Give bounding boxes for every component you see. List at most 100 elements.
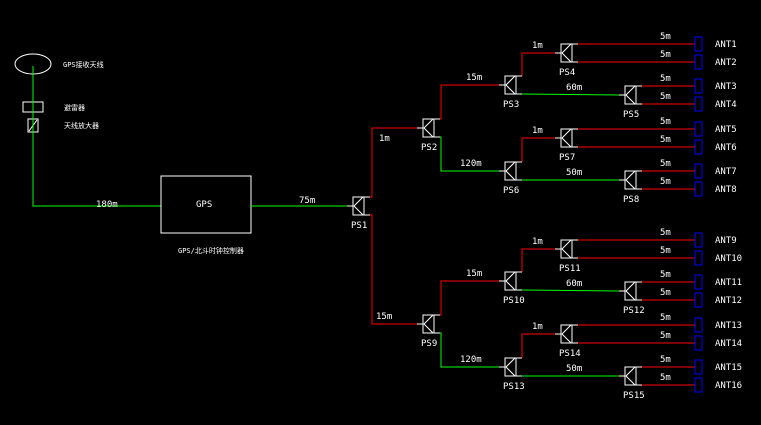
- cable-length: 120m: [460, 355, 482, 365]
- antenna-icon[interactable]: [695, 97, 702, 111]
- splitter-[interactable]: [555, 240, 578, 258]
- antenna-icon[interactable]: [695, 293, 702, 307]
- feed-cable[interactable]: [522, 290, 619, 291]
- antenna-label: ANT1: [715, 40, 737, 50]
- cable-length: 50m: [566, 364, 582, 374]
- splitter-label: PS4: [559, 68, 575, 78]
- cable-length: 1m: [532, 126, 543, 136]
- cable-length-180m: 180m: [96, 200, 118, 210]
- feed-cable-antenna-gps[interactable]: [33, 66, 161, 206]
- antenna-icon[interactable]: [695, 360, 702, 374]
- antenna-icon[interactable]: [695, 251, 702, 265]
- splitter-[interactable]: [555, 325, 578, 343]
- cable-length: 50m: [566, 168, 582, 178]
- antenna-label: ANT15: [715, 363, 742, 373]
- splitter-[interactable]: [499, 162, 522, 180]
- feed-cable[interactable]: [522, 94, 619, 95]
- jumper[interactable]: [522, 53, 555, 76]
- cable-length: 5m: [660, 92, 671, 102]
- cable-length: 5m: [660, 355, 671, 365]
- antenna-label: ANT5: [715, 125, 737, 135]
- splitter-label: PS1: [351, 221, 367, 231]
- jumper[interactable]: [440, 281, 499, 315]
- jumper[interactable]: [522, 334, 555, 358]
- antenna-icon[interactable]: [695, 79, 702, 93]
- amplifier-label: 天线放大器: [64, 121, 99, 130]
- splitter-label: PS9: [421, 339, 437, 349]
- splitter-[interactable]: [619, 282, 642, 300]
- splitter-[interactable]: [417, 315, 440, 333]
- antenna-label: ANT3: [715, 82, 737, 92]
- cable-length: 60m: [566, 83, 582, 93]
- splitter-[interactable]: [499, 358, 522, 376]
- antenna-label: ANT7: [715, 167, 737, 177]
- jumper[interactable]: [522, 138, 555, 162]
- splitter-label: PS11: [559, 264, 581, 274]
- antenna-icon[interactable]: [695, 55, 702, 69]
- arrester-label: 避雷器: [64, 103, 85, 112]
- cable-length: 1m: [532, 237, 543, 247]
- cable-length: 1m: [532, 322, 543, 332]
- cable-length: 60m: [566, 279, 582, 289]
- antenna-label: ANT10: [715, 254, 742, 264]
- gps-controller-caption: GPS/北斗时钟控制器: [178, 246, 244, 255]
- antenna-icon[interactable]: [695, 164, 702, 178]
- antenna-label: ANT14: [715, 339, 742, 349]
- cable-length: 5m: [660, 288, 671, 298]
- cable-length: 5m: [660, 159, 671, 169]
- splitter-label: PS10: [503, 296, 525, 306]
- cable-length: 15m: [466, 269, 482, 279]
- splitter-[interactable]: [555, 129, 578, 147]
- splitter-label: PS3: [503, 100, 519, 110]
- cable-length: 5m: [660, 331, 671, 341]
- antenna-label: ANT6: [715, 143, 737, 153]
- cable-length: 5m: [660, 270, 671, 280]
- splitter-ps1[interactable]: [347, 197, 370, 215]
- antenna-label: ANT12: [715, 296, 742, 306]
- antenna-label: ANT4: [715, 100, 737, 110]
- antenna-label: ANT16: [715, 381, 742, 391]
- antenna-icon[interactable]: [695, 182, 702, 196]
- splitter-[interactable]: [417, 119, 440, 137]
- antenna-label: ANT8: [715, 185, 737, 195]
- cable-length: 5m: [660, 135, 671, 145]
- splitter-label: PS12: [623, 306, 645, 316]
- cable-length: 5m: [660, 313, 671, 323]
- antenna-label: ANT9: [715, 236, 737, 246]
- cable-length: 1m: [379, 134, 390, 144]
- cable-length: 5m: [660, 50, 671, 60]
- splitter-label: PS14: [559, 349, 581, 359]
- antenna-icon[interactable]: [695, 37, 702, 51]
- cable-length: 15m: [466, 73, 482, 83]
- splitter-[interactable]: [499, 76, 522, 94]
- splitter-[interactable]: [555, 44, 578, 62]
- antenna-label: ANT11: [715, 278, 742, 288]
- jumper-ps1-ps2[interactable]: [370, 128, 417, 197]
- jumper-ps1-ps9[interactable]: [370, 215, 417, 324]
- cable-length: 15m: [376, 312, 392, 322]
- antenna-icon[interactable]: [695, 275, 702, 289]
- splitter-[interactable]: [619, 86, 642, 104]
- antenna-label: ANT13: [715, 321, 742, 331]
- splitter-[interactable]: [499, 272, 522, 290]
- antenna-icon[interactable]: [695, 233, 702, 247]
- jumper[interactable]: [440, 85, 499, 119]
- cable-length: 5m: [660, 32, 671, 42]
- splitter-label: PS6: [503, 186, 519, 196]
- splitter-label: PS2: [421, 143, 437, 153]
- splitter-label: PS5: [623, 110, 639, 120]
- cable-length: 5m: [660, 246, 671, 256]
- antenna-label: GPS接收天线: [63, 60, 104, 69]
- jumper[interactable]: [522, 249, 555, 272]
- splitter-[interactable]: [619, 367, 642, 385]
- antenna-icon[interactable]: [695, 122, 702, 136]
- cable-length-75m: 75m: [299, 196, 315, 206]
- antenna-icon[interactable]: [695, 140, 702, 154]
- cable-length: 5m: [660, 228, 671, 238]
- antenna-icon[interactable]: [695, 318, 702, 332]
- splitter-label: PS13: [503, 382, 525, 392]
- antenna-icon[interactable]: [695, 378, 702, 392]
- splitter-[interactable]: [619, 171, 642, 189]
- antenna-icon[interactable]: [695, 336, 702, 350]
